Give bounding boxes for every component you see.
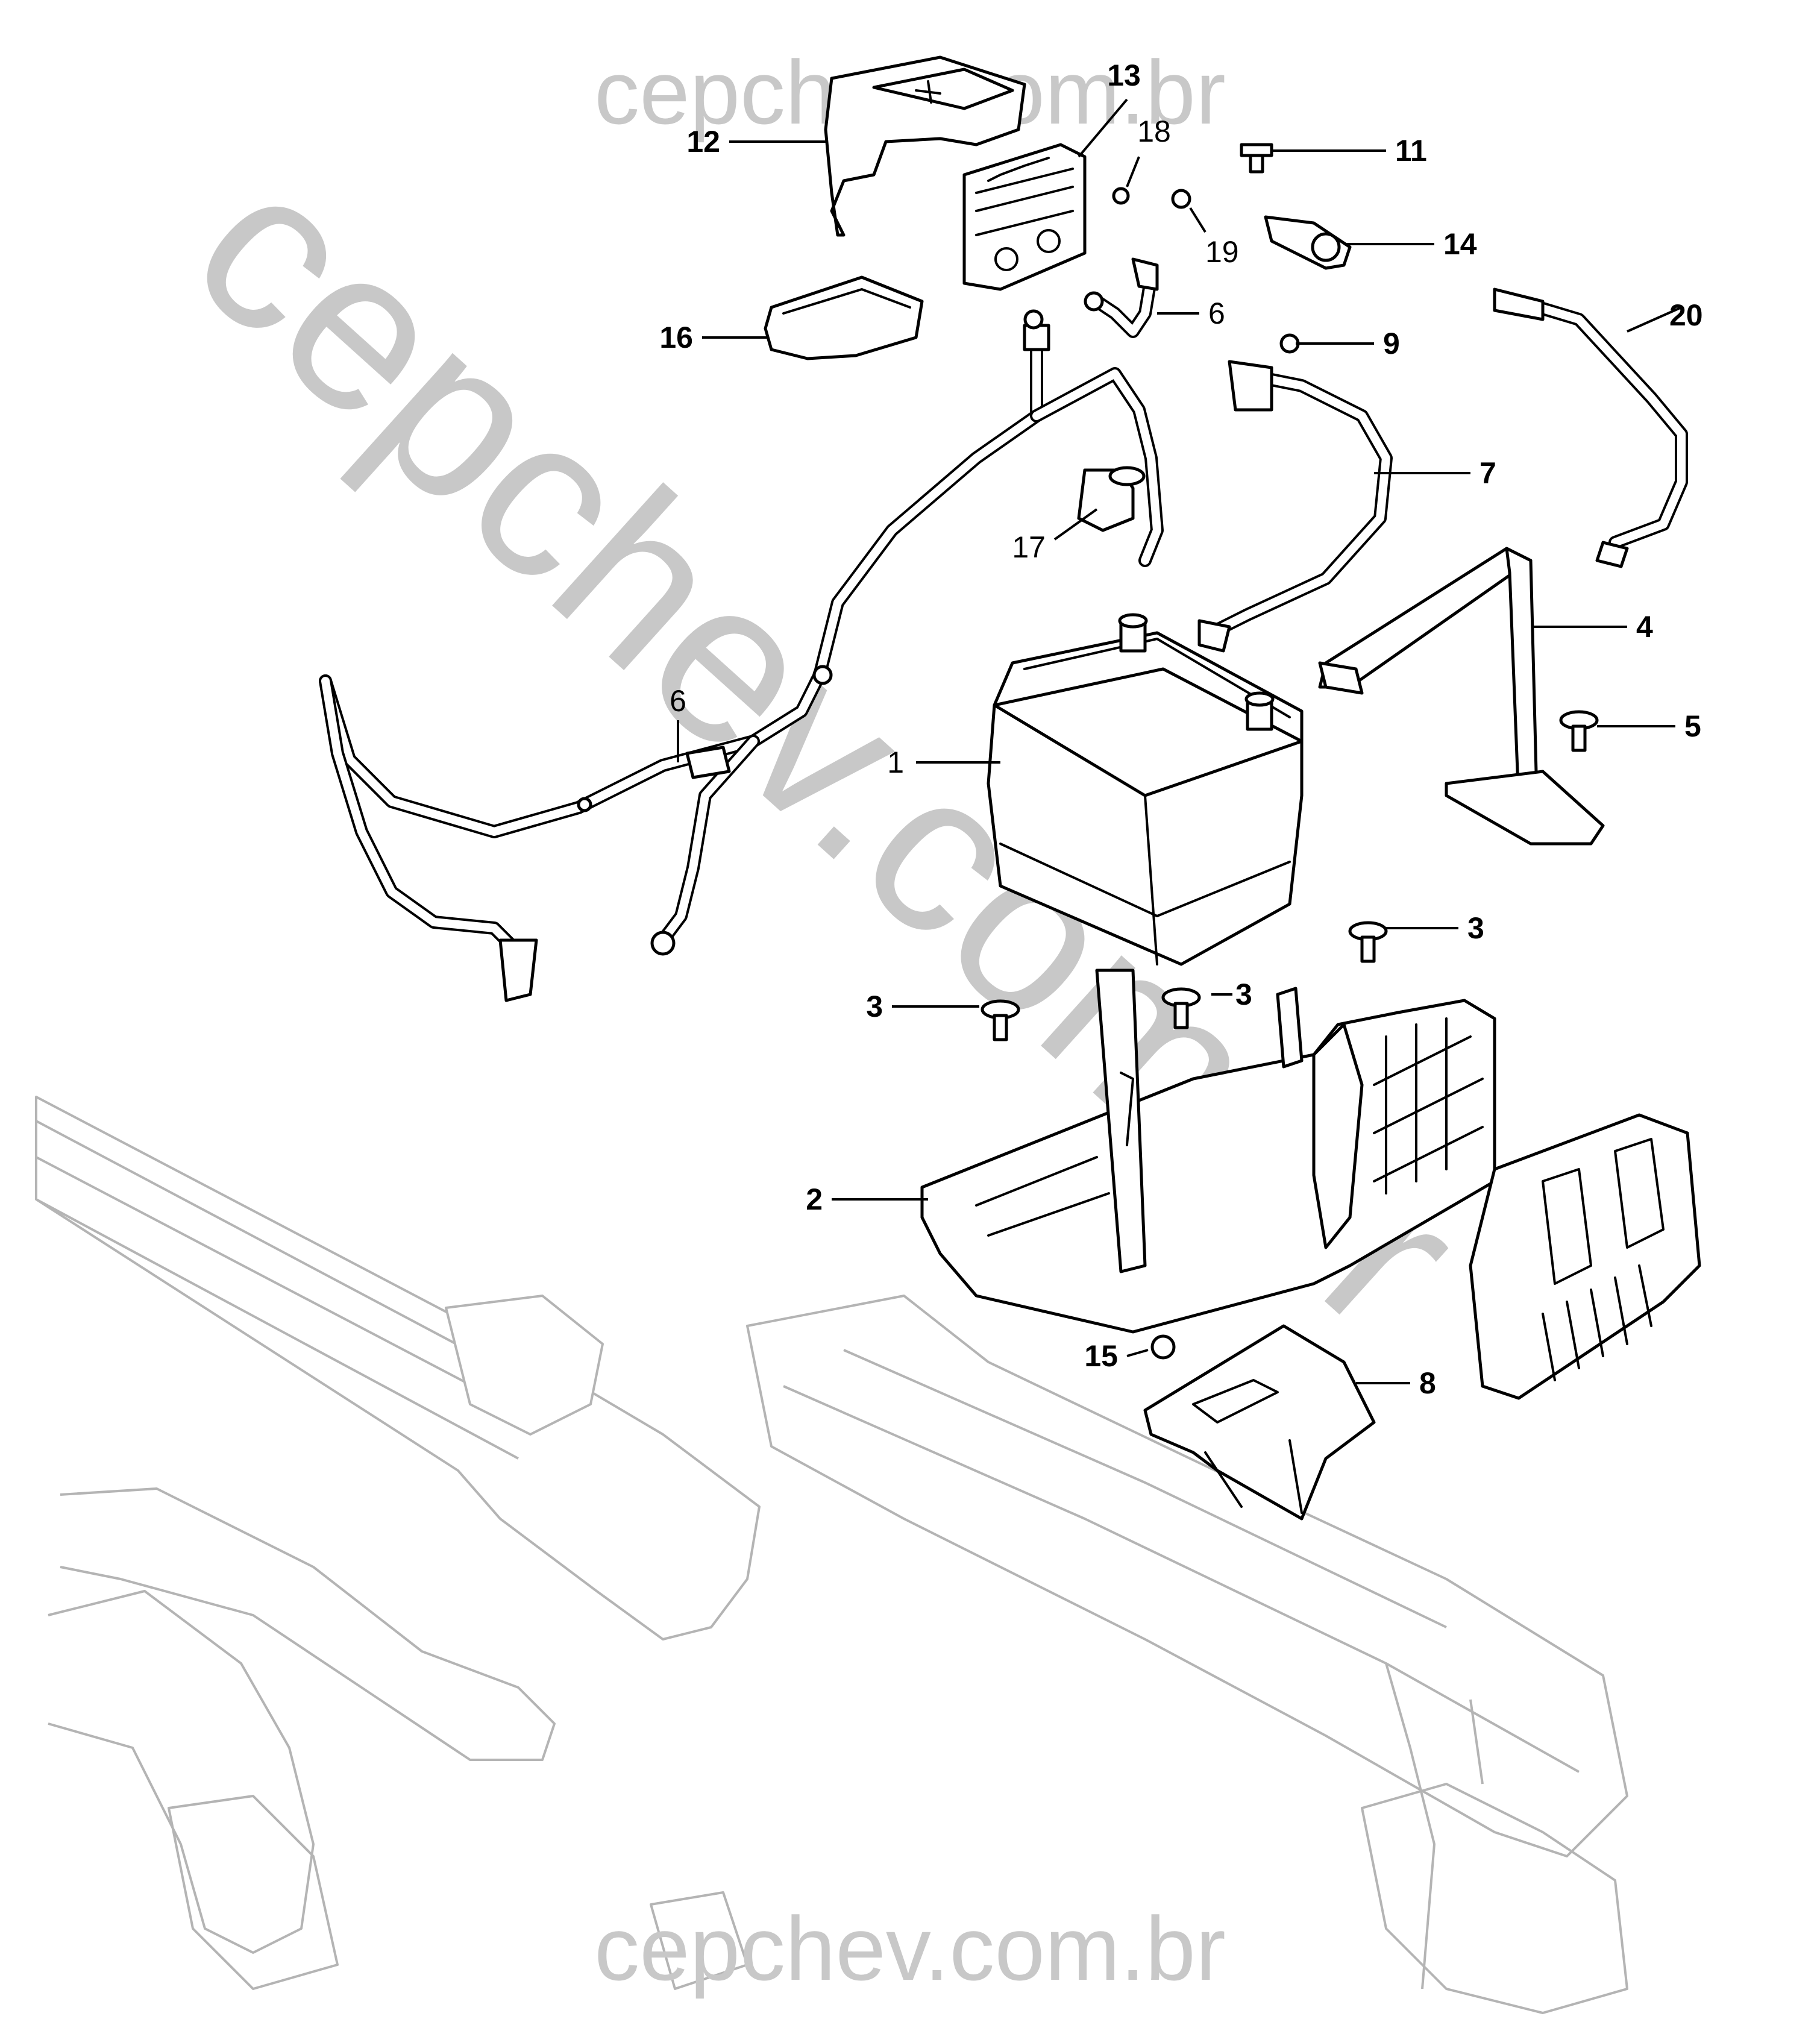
- callout-3-left: 3: [866, 990, 883, 1023]
- callout-5: 5: [1684, 709, 1701, 743]
- part-3-bolt-center: [1161, 987, 1201, 1029]
- vehicle-frame: [35, 1096, 1628, 2014]
- callout-7: 7: [1480, 456, 1496, 490]
- part-17-clip: [1077, 466, 1146, 532]
- part-18-nut: [1112, 187, 1130, 205]
- part-3-bolt-left: [981, 999, 1020, 1041]
- part-2-battery-tray: [920, 969, 1496, 1334]
- part-6-upper-cable: [1084, 257, 1159, 338]
- callout-3-center: 3: [1235, 978, 1252, 1011]
- callout-1: 1: [887, 746, 904, 779]
- callout-15: 15: [1084, 1339, 1118, 1373]
- watermark-bottom: cepchev.com.br: [594, 1898, 1226, 1999]
- callout-6-upper: 6: [1208, 297, 1225, 330]
- callout-17: 17: [1012, 530, 1046, 564]
- part-3-bolt-right: [1348, 921, 1388, 963]
- part-4-hold-down-bracket: [1318, 547, 1605, 846]
- callout-18: 18: [1137, 115, 1171, 148]
- part-6-main-harness: [319, 309, 1164, 1002]
- callout-4: 4: [1636, 610, 1653, 644]
- part-16-terminal-cover: [764, 275, 924, 360]
- part-11-bolt: [1240, 143, 1273, 174]
- part-8-support-bracket: [1143, 1324, 1376, 1521]
- callout-11: 11: [1395, 134, 1427, 168]
- callout-6-harness: 6: [670, 684, 686, 718]
- callout-12: 12: [686, 125, 720, 159]
- part-13-fuse-block: [962, 143, 1087, 291]
- part-15-nut: [1150, 1334, 1176, 1360]
- callout-9: 9: [1383, 327, 1400, 360]
- callout-2: 2: [806, 1182, 823, 1216]
- callout-16: 16: [659, 321, 693, 354]
- part-20-ground-cable: [1493, 287, 1688, 568]
- leader-lines: [677, 98, 1682, 1384]
- control-module: [1469, 1113, 1701, 1400]
- part-19-nut: [1171, 189, 1191, 209]
- callout-13: 13: [1107, 58, 1141, 92]
- callout-3-right: 3: [1467, 911, 1484, 945]
- callout-19: 19: [1205, 235, 1239, 269]
- part-1-battery: [987, 613, 1304, 966]
- part-12-fuse-box-cover: [824, 55, 1026, 237]
- part-5-bolt: [1559, 710, 1599, 752]
- callout-8: 8: [1419, 1366, 1436, 1400]
- part-9-nut: [1279, 333, 1300, 354]
- callout-20: 20: [1669, 298, 1703, 332]
- part-7-negative-cable: [1197, 360, 1393, 653]
- callout-14: 14: [1443, 227, 1477, 261]
- part-14-battery-terminal: [1264, 215, 1352, 270]
- callout-labels: 1 2 3 3 3 4 5 6 6 7 8 9 11 12 13 14 15 1…: [659, 58, 1702, 1400]
